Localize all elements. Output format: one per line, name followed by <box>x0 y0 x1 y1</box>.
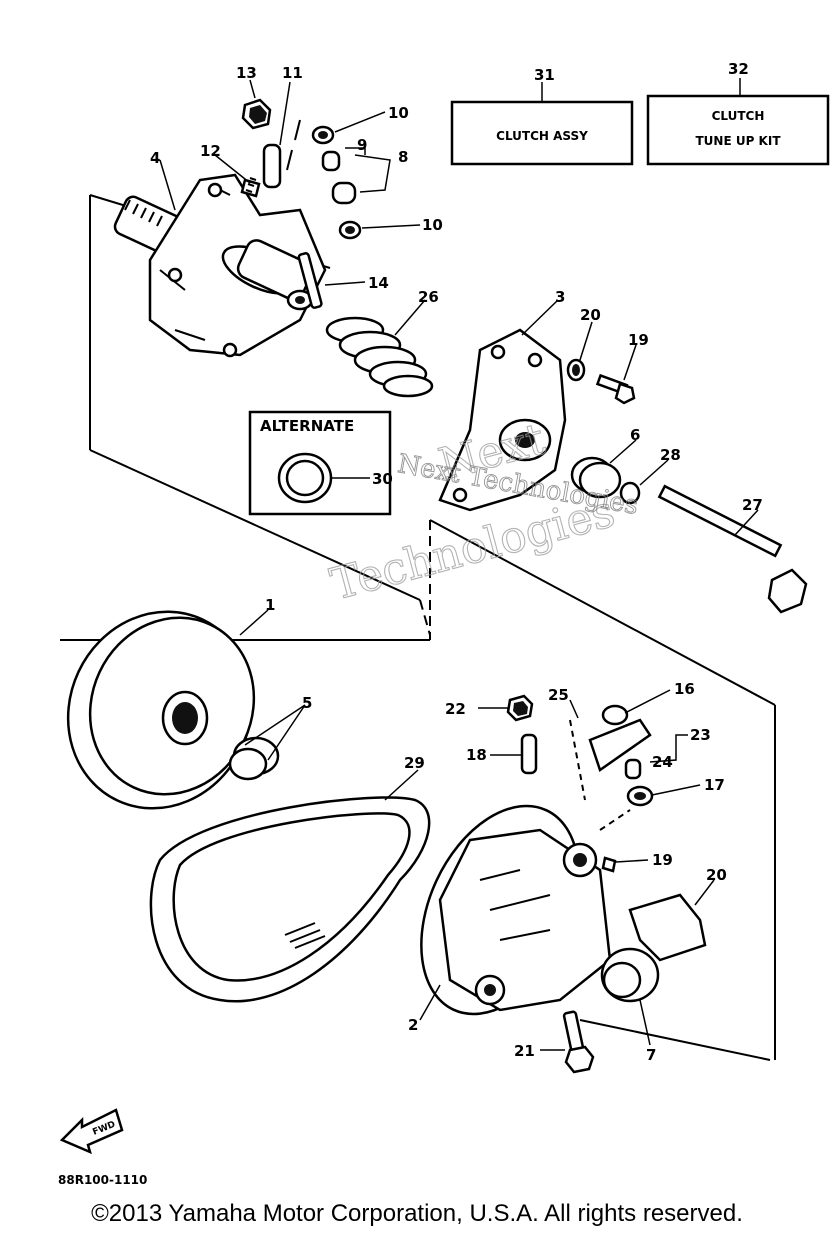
clutch-tune-up-line1: CLUTCH <box>712 109 765 123</box>
callout-16: 18 <box>466 746 487 764</box>
part-2-movable-sheave <box>420 804 612 1016</box>
callout-32: 32 <box>728 60 749 78</box>
callout-19: 19 <box>628 331 649 349</box>
callout-9: 9 <box>357 136 367 154</box>
callout-12: 12 <box>200 142 221 160</box>
callout-24: 24 <box>652 753 673 771</box>
parts-8-14-small-hardware <box>240 98 362 309</box>
callout-27: 27 <box>742 496 763 514</box>
clutch-assy-box: CLUTCH ASSY <box>450 82 634 166</box>
callout-5: 5 <box>302 694 312 712</box>
callout-3: 3 <box>555 288 565 306</box>
callout-1: 1 <box>265 596 275 614</box>
callout-11: 11 <box>282 64 303 82</box>
exploded-parts-diagram: ALTERNATE CLUTCH ASSY CLUTCH TUNE UP KIT <box>58 60 830 1187</box>
parts-18-7-21 <box>562 893 707 1074</box>
parts-15-25-hardware <box>506 694 654 873</box>
callout-10a: 10 <box>388 104 409 122</box>
callout-15a: 16 <box>674 680 695 698</box>
part-1-fixed-sheave <box>66 610 280 810</box>
callout-13: 14 <box>368 274 389 292</box>
callout-6: 6 <box>630 426 640 444</box>
callout-10b: 10 <box>422 216 443 234</box>
callout-22: 22 <box>445 700 466 718</box>
callout-14: 13 <box>236 64 257 82</box>
copyright-notice: ©2013 Yamaha Motor Corporation, U.S.A. A… <box>91 1200 743 1227</box>
callout-17: 19 <box>652 851 673 869</box>
alternate-box: ALTERNATE <box>248 410 392 516</box>
alternate-label: ALTERNATE <box>260 417 354 435</box>
callout-25: 25 <box>548 686 569 704</box>
part-26-spring <box>325 316 434 398</box>
callout-30: 30 <box>372 470 393 488</box>
callout-23: 23 <box>690 726 711 744</box>
clutch-assy-label: CLUTCH ASSY <box>496 129 588 143</box>
callout-18: 20 <box>706 866 727 884</box>
callout-4: 4 <box>150 149 160 167</box>
callout-28: 28 <box>660 446 681 464</box>
part-29-drive-belt <box>149 796 431 1003</box>
part-4-primary-hub <box>113 173 327 358</box>
callout-21: 21 <box>514 1042 535 1060</box>
forward-arrow: FWD <box>59 1108 124 1155</box>
callout-26: 26 <box>418 288 439 306</box>
callout-7: 7 <box>646 1046 656 1064</box>
leader-lines <box>159 79 759 1051</box>
callout-31: 31 <box>534 66 555 84</box>
callout-2: 2 <box>408 1016 418 1034</box>
callout-15b: 17 <box>704 776 725 794</box>
diagram-part-code: 88R100-1110 <box>58 1173 147 1187</box>
parts-19-20-6-28-27 <box>566 358 808 614</box>
callout-labels: 13 11 10 12 4 9 8 10 14 26 3 20 19 6 28 … <box>150 60 763 1064</box>
part-3-cover-plate <box>438 328 567 512</box>
clutch-tune-up-line2: TUNE UP KIT <box>695 134 781 148</box>
callout-8: 8 <box>398 148 408 166</box>
callout-29: 29 <box>404 754 425 772</box>
callout-20: 20 <box>580 306 601 324</box>
clutch-tune-up-kit-box: CLUTCH TUNE UP KIT <box>646 78 830 166</box>
